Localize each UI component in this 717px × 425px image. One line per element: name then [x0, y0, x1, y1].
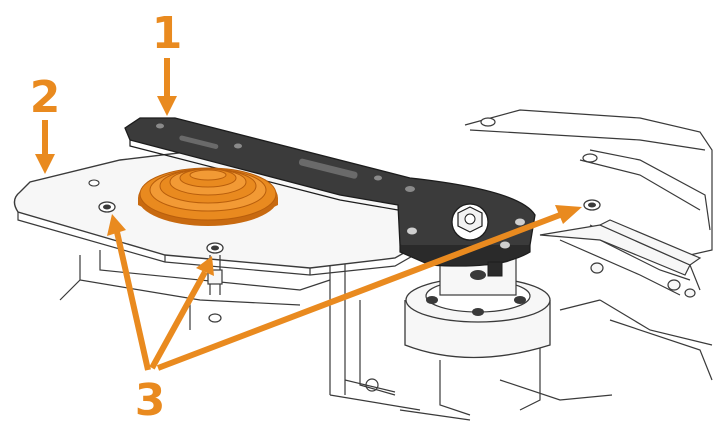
callout-label-1: 1 [152, 8, 183, 59]
machine-frame [59, 109, 713, 421]
callout-label-3: 3 [135, 375, 166, 425]
callout-label-2: 2 [30, 72, 61, 123]
screw-plate-left [98, 201, 116, 213]
callout-arrow-1 [157, 58, 177, 116]
screw-top-right [88, 117, 598, 187]
callout-arrows-3 [107, 205, 582, 371]
screw-plate-right [583, 199, 601, 211]
linkage-arm [539, 219, 702, 298]
orange-weight-stack [138, 167, 278, 226]
callout-arrow-2 [35, 120, 55, 174]
bracket-arm [124, 117, 536, 277]
